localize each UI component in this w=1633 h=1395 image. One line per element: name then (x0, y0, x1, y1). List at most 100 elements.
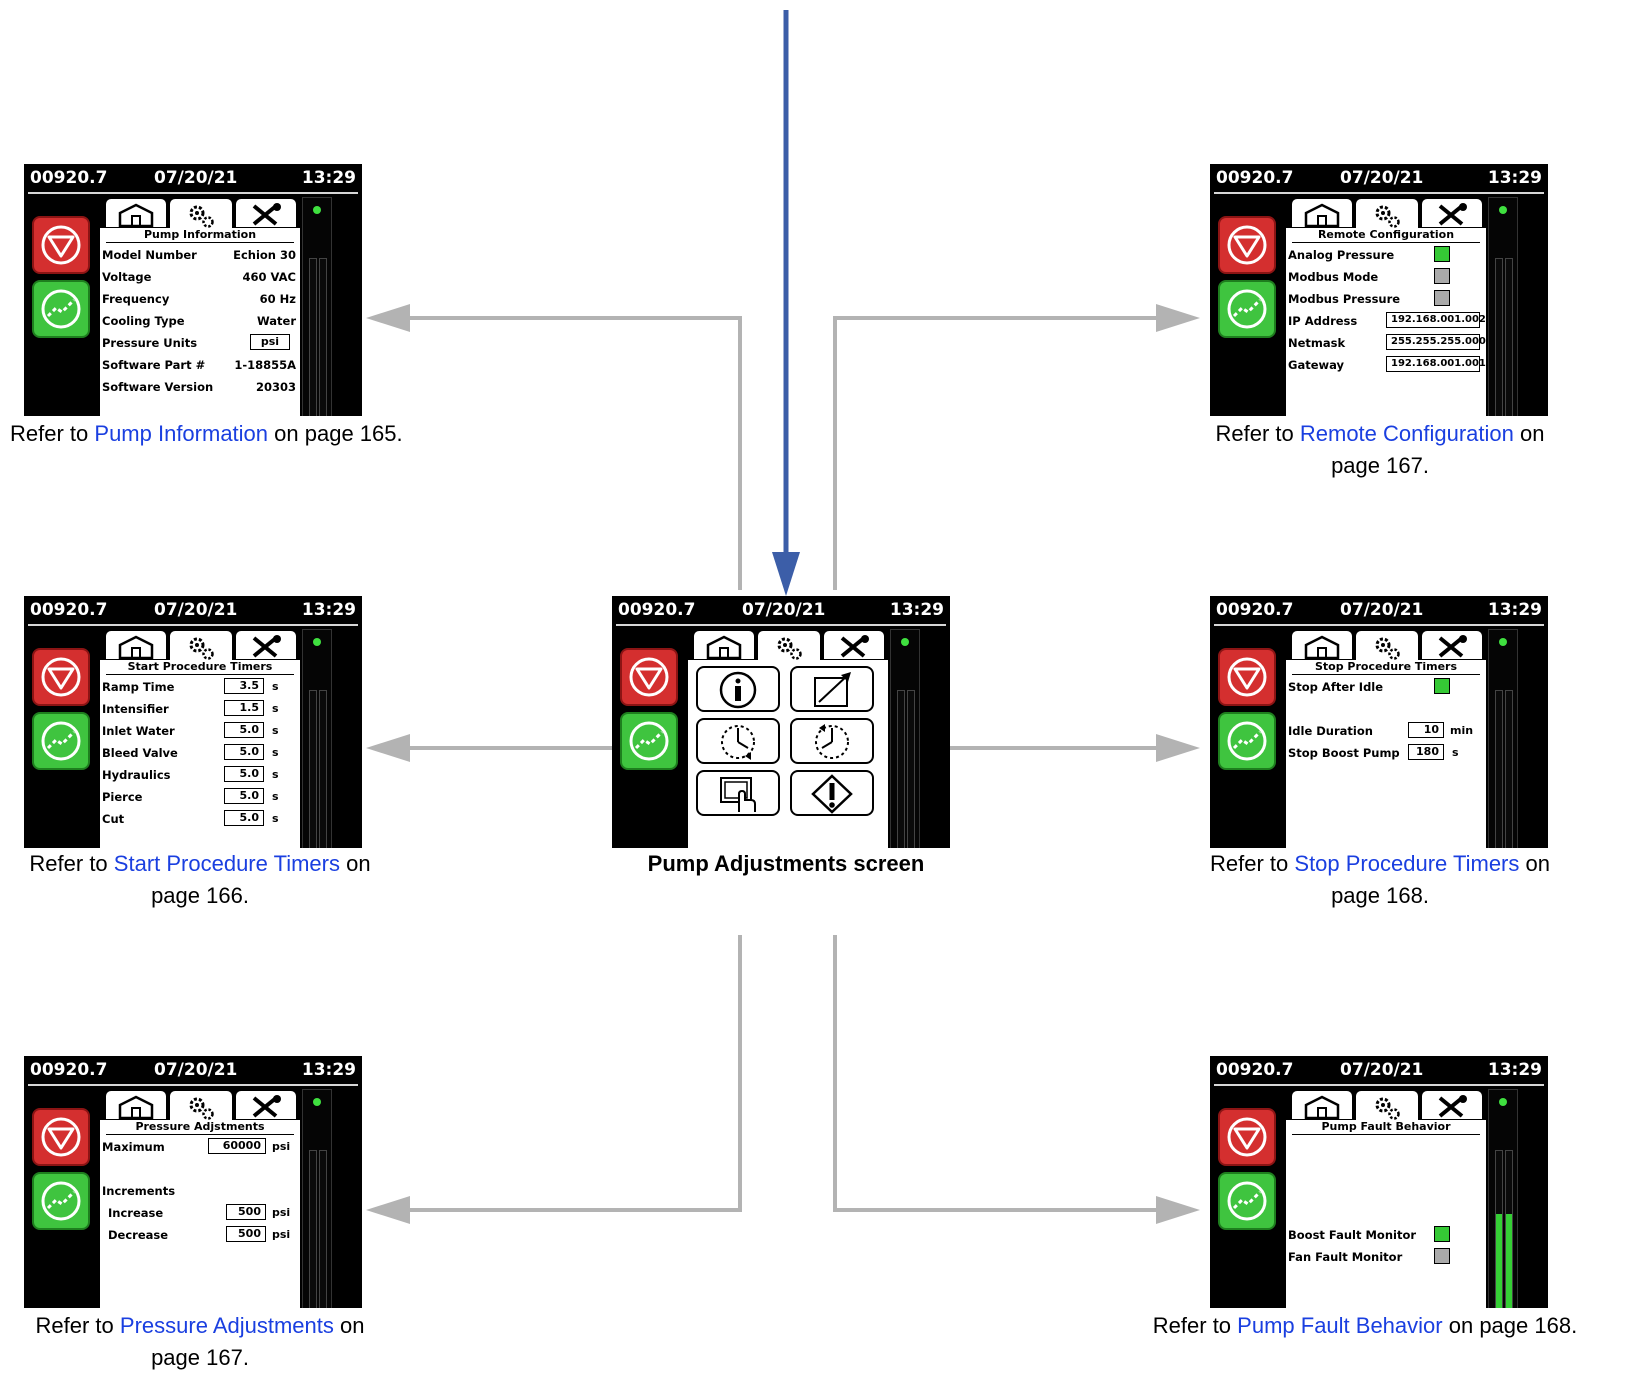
connector-to-remote-configuration (833, 316, 1160, 590)
hydraulics-field[interactable]: 5.0 (224, 766, 264, 782)
connector-to-pump-fault-behavior (833, 935, 1160, 1212)
pump-information-button[interactable] (696, 666, 780, 712)
connector-to-pressure-adjustments (400, 935, 742, 1212)
panel-pump-fault-behavior: 00920.7 07/20/21 13:29 Pump Fault Behavi… (1210, 1056, 1548, 1308)
intensifier-field[interactable]: 1.5 (224, 700, 264, 716)
screen-title: Pump Information (106, 228, 294, 243)
start-icon (41, 721, 81, 761)
decrease-field[interactable]: 500 (226, 1226, 266, 1242)
time-display: 13:29 (889, 600, 944, 620)
tab-tools[interactable] (822, 629, 886, 661)
tab-settings[interactable] (168, 629, 234, 665)
tab-home[interactable] (104, 629, 168, 661)
pressure-gauge (907, 690, 915, 848)
tab-settings[interactable] (1354, 197, 1420, 233)
start-button[interactable] (32, 712, 90, 770)
start-button[interactable] (1218, 1172, 1276, 1230)
start-button[interactable] (1218, 280, 1276, 338)
pump-fault-behavior-button[interactable] (790, 770, 874, 816)
tab-home[interactable] (692, 629, 756, 661)
stop-button[interactable] (1218, 216, 1276, 274)
tab-settings[interactable] (756, 629, 822, 665)
stop-button[interactable] (32, 1108, 90, 1166)
screen-content: Remote Configuration Analog Pressure Mod… (1286, 228, 1486, 416)
boost-fault-monitor-checkbox[interactable] (1434, 1226, 1450, 1242)
pierce-field[interactable]: 5.0 (224, 788, 264, 804)
modbus-mode-checkbox[interactable] (1434, 268, 1450, 284)
start-button[interactable] (1218, 712, 1276, 770)
stop-button[interactable] (32, 648, 90, 706)
tab-home[interactable] (1290, 629, 1354, 661)
pressure-units-select[interactable]: psi (250, 334, 290, 350)
stop-button[interactable] (1218, 648, 1276, 706)
tab-settings[interactable] (168, 197, 234, 233)
home-icon (118, 203, 154, 228)
stop-button[interactable] (1218, 1108, 1276, 1166)
stop-after-idle-checkbox[interactable] (1434, 678, 1450, 694)
link-pump-fault-behavior[interactable]: Pump Fault Behavior (1237, 1313, 1443, 1338)
ramp-time-field[interactable]: 3.5 (224, 678, 264, 694)
status-led (313, 638, 321, 646)
inlet-water-field[interactable]: 5.0 (224, 722, 264, 738)
stop-icon (41, 1117, 81, 1157)
pressure-adjustments-button[interactable] (790, 666, 874, 712)
screen-title: Pressure Adjstments (106, 1120, 294, 1135)
idle-duration-field[interactable]: 10 (1408, 722, 1444, 738)
link-remote-configuration[interactable]: Remote Configuration (1299, 421, 1514, 446)
tab-tools[interactable] (234, 197, 298, 229)
tab-home[interactable] (1290, 197, 1354, 229)
stop-button[interactable] (620, 648, 678, 706)
tab-settings[interactable] (1354, 629, 1420, 665)
link-pump-information[interactable]: Pump Information (94, 421, 269, 446)
tab-home[interactable] (104, 197, 168, 229)
start-button[interactable] (620, 712, 678, 770)
stop-button[interactable] (32, 216, 90, 274)
start-button[interactable] (32, 1172, 90, 1230)
modbus-pressure-checkbox[interactable] (1434, 290, 1450, 306)
link-stop-procedure-timers[interactable]: Stop Procedure Timers (1294, 851, 1520, 876)
time-display: 13:29 (1487, 600, 1542, 620)
start-button[interactable] (32, 280, 90, 338)
analog-pressure-checkbox[interactable] (1434, 246, 1450, 262)
tab-home[interactable] (104, 1089, 168, 1121)
fan-fault-monitor-checkbox[interactable] (1434, 1248, 1450, 1264)
caption-pump-adjustments: Pump Adjustments screen (647, 851, 925, 876)
pressure-gauge (309, 690, 317, 848)
netmask-field[interactable]: 255.255.255.000 (1386, 334, 1486, 350)
stop-icon (41, 225, 81, 265)
tab-tools[interactable] (234, 629, 298, 661)
gears-icon (189, 205, 214, 228)
remote-configuration-button[interactable] (696, 770, 780, 816)
link-pressure-adjustments[interactable]: Pressure Adjustments (119, 1313, 334, 1338)
stop-boost-pump-field[interactable]: 180 (1408, 744, 1444, 760)
status-sidebar (302, 629, 332, 848)
link-start-procedure-timers[interactable]: Start Procedure Timers (113, 851, 340, 876)
pressure-gauge (1505, 690, 1513, 848)
cut-field[interactable]: 5.0 (224, 810, 264, 826)
maximum-pressure-field[interactable]: 60000 (208, 1138, 266, 1154)
tab-settings[interactable] (168, 1089, 234, 1125)
tab-tools[interactable] (1420, 197, 1484, 229)
tab-home[interactable] (1290, 1089, 1354, 1121)
stop-icon (1227, 1117, 1267, 1157)
start-icon (41, 289, 81, 329)
increase-field[interactable]: 500 (226, 1204, 266, 1220)
check-row: Modbus Mode (1286, 268, 1486, 288)
info-row-software-part: Software Part #1-18855A (102, 358, 296, 372)
tab-tools[interactable] (234, 1089, 298, 1121)
stop-procedure-timers-button[interactable] (790, 718, 874, 764)
tab-tools[interactable] (1420, 629, 1484, 661)
bleed-valve-field[interactable]: 5.0 (224, 744, 264, 760)
tab-settings[interactable] (1354, 1089, 1420, 1125)
ip-address-field[interactable]: 192.168.001.002 (1386, 312, 1486, 328)
tab-tools[interactable] (1420, 1089, 1484, 1121)
gateway-field[interactable]: 192.168.001.001 (1386, 356, 1486, 372)
start-procedure-timers-button[interactable] (696, 718, 780, 764)
